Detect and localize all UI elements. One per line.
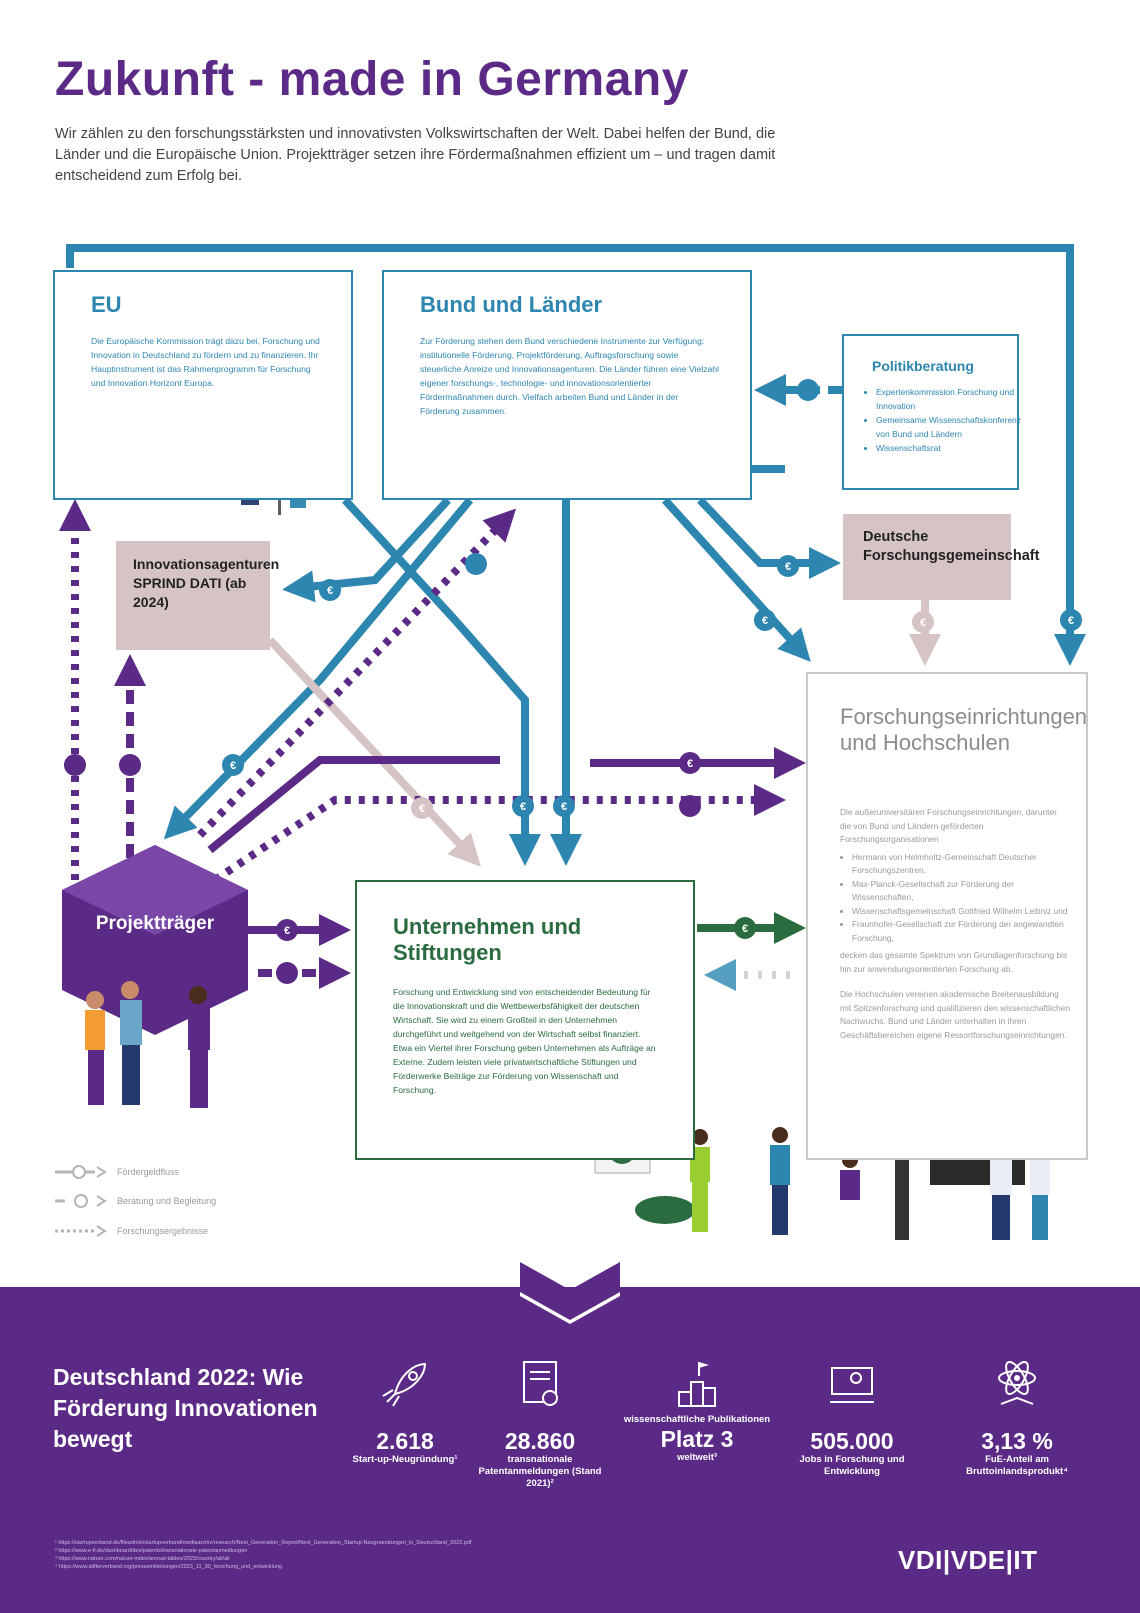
eu-text: Die Europäische Kommission trägt dazu be…: [91, 336, 320, 388]
dfg-label: Deutsche Forschungsgemeinschaft: [843, 514, 1039, 600]
flow-diagram: € € € € € € € € € € € €: [59, 244, 1086, 1240]
funding-flow-icon: [55, 1165, 107, 1179]
innovationsagenturen-label: Innovationsagenturen SPRIND DATI (ab 202…: [116, 541, 279, 650]
list-item: Fraunhofer-Gesellschaft zur Förderung de…: [852, 918, 1070, 945]
flow-line-top: [66, 244, 1086, 666]
statistics-band: [0, 1287, 1140, 1613]
svg-text:€: €: [762, 615, 768, 627]
bund-text: Zur Förderung stehen dem Bund verschiede…: [420, 336, 719, 416]
forsch-middle: decken das gesamte Spektrum von Grundlag…: [840, 950, 1068, 974]
svg-text:€: €: [742, 923, 748, 935]
svg-text:€: €: [1068, 615, 1074, 627]
unternehmen-box: Unternehmen und Stiftungen Forschung und…: [355, 880, 695, 1160]
projekttraeger-people-illustration: [85, 981, 210, 1108]
intro-text: Wir zählen zu den forschungsstärksten un…: [55, 126, 776, 184]
stat-patents: 28.860 transnationale Patentanmeldungen …: [465, 1354, 615, 1490]
chevron-down-icon: [520, 1262, 620, 1324]
stat-publications: wissenschaftliche Publikationen Platz 3 …: [622, 1354, 772, 1464]
svg-text:€: €: [327, 585, 333, 597]
svg-text:€: €: [284, 925, 290, 937]
untern-title: Unternehmen und Stiftungen: [393, 914, 582, 965]
svg-text:€: €: [920, 617, 926, 629]
legend-results: Forschungsergebnisse: [55, 1224, 208, 1240]
list-item: Expertenkommission Forschung und Innovat…: [876, 386, 1026, 413]
legend-advice: Beratung und Begleitung: [55, 1194, 216, 1210]
stat-startups: 2.618 Start-up-Neugründung¹: [330, 1354, 480, 1466]
vdi-vde-it-logo: VDI|VDE|IT: [898, 1545, 1038, 1575]
forschungseinrichtungen-box: Forschungseinrichtungen und Hochschulen …: [806, 672, 1088, 1160]
forsch-title: Forschungseinrichtungen und Hochschulen: [840, 704, 1088, 755]
statistics-title: Deutschland 2022: Wie Förderung Innovati…: [53, 1364, 318, 1452]
rocket-icon: [382, 1362, 427, 1407]
projekttraeger-label: Projektträger: [95, 913, 215, 934]
legend-funding: Fördergeldfluss: [55, 1165, 179, 1181]
list-item: Gemeinsame Wissenschaftskonferenz von Bu…: [876, 414, 1026, 441]
forsch-list: Hermann von Helmholtz-Gemeinschaft Deuts…: [840, 851, 1070, 946]
atom-icon: [998, 1361, 1036, 1405]
list-item: Wissenschaftsrat: [876, 442, 1026, 456]
footnote: ⁴ https://www.stifterverband.org/pressem…: [55, 1564, 282, 1570]
svg-text:€: €: [561, 801, 567, 813]
politik-title: Politikberatung: [872, 358, 974, 374]
svg-text:€: €: [520, 801, 526, 813]
politik-list: Expertenkommission Forschung und Innovat…: [866, 386, 1026, 457]
footnote: ² https://www.e-fi.de/dashboard/des/pate…: [55, 1548, 248, 1554]
podium-icon: [678, 1362, 716, 1407]
stat-jobs: 505.000 Jobs in Forschung und Entwicklun…: [777, 1354, 927, 1478]
stat-rnd-share: 3,13 % FuE-Anteil am Bruttoinlandsproduk…: [942, 1354, 1092, 1478]
eu-box: EU Die Europäische Kommission trägt dazu…: [53, 270, 353, 500]
list-item: Wissenschaftsgemeinschaft Gottfried Wilh…: [852, 905, 1070, 919]
untern-text: Forschung und Entwicklung sind von entsc…: [393, 987, 656, 1095]
svg-text:€: €: [785, 561, 791, 573]
footnote: ¹ https://startupverband.de/fileadmin/st…: [55, 1540, 472, 1546]
certificate-icon: [523, 1361, 558, 1406]
list-item: Max-Planck-Gesellschaft zur Förderung de…: [852, 878, 1070, 905]
svg-text:€: €: [419, 803, 425, 815]
svg-text:€: €: [687, 758, 693, 770]
forsch-intro: Die außeruniversitären Forschungseinrich…: [840, 807, 1057, 844]
results-flow-icon: [55, 1225, 107, 1237]
page-title: Zukunft - made in Germany: [55, 53, 689, 106]
bund-laender-box: Bund und Länder Zur Förderung stehen dem…: [382, 270, 752, 500]
svg-text:€: €: [230, 760, 236, 772]
advice-flow-icon: [55, 1194, 107, 1208]
list-item: Hermann von Helmholtz-Gemeinschaft Deuts…: [852, 851, 1070, 878]
politikberatung-box: Politikberatung Expertenkommission Forsc…: [842, 334, 1021, 490]
eu-title: EU: [91, 292, 122, 317]
forsch-outro: Die Hochschulen vereinen akademische Bre…: [840, 989, 1070, 1040]
forsch-text: Die außeruniversitären Forschungseinrich…: [840, 806, 1070, 1042]
researcher-icon: [830, 1367, 874, 1403]
bund-title: Bund und Länder: [420, 292, 603, 317]
footnote: ³ https://www.nature.com/nature-index/an…: [55, 1556, 230, 1562]
